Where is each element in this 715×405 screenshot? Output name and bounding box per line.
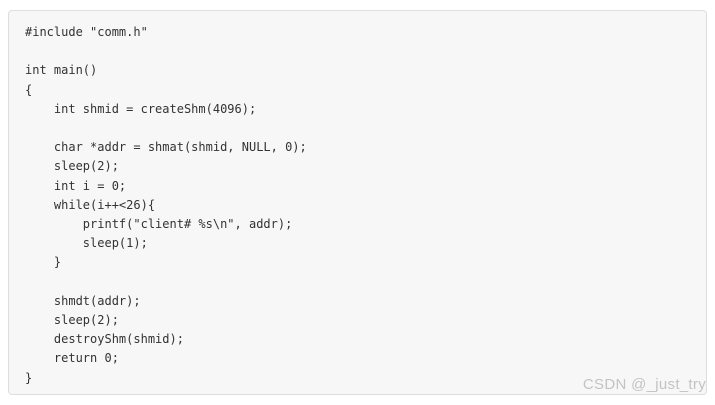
csdn-watermark: CSDN @_just_try xyxy=(582,376,706,393)
code-block: #include "comm.h" int main() { int shmid… xyxy=(8,10,707,395)
